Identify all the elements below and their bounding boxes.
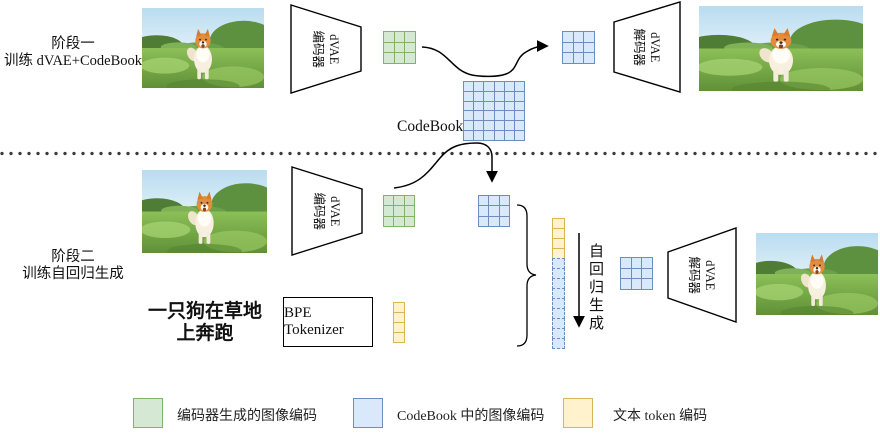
output-dog-photo-stage1 <box>699 6 863 91</box>
encoder-token-grid-stage1 <box>383 31 416 64</box>
input-dog-photo-stage2 <box>142 170 267 253</box>
legend-swatch-encoder-tokens <box>133 398 163 428</box>
output-dog-photo-stage2 <box>756 233 878 315</box>
legend-swatch-codebook-tokens <box>353 398 383 428</box>
encoder-trapezoid-shape <box>291 166 363 256</box>
legend-label-text-tokens: 文本 token 编码 <box>613 409 708 424</box>
token-sequence-column <box>552 218 565 349</box>
encoder-label-line2: 编码器 <box>310 30 325 68</box>
decoder-label-line1: dVAE <box>703 259 718 291</box>
encoder-label-line2: 编码器 <box>311 192 326 230</box>
encoder-token-grid-stage2 <box>383 195 415 227</box>
dvae-decoder-block-stage2: dVAE 解码器 <box>667 227 737 323</box>
legend-swatch-text-tokens <box>563 398 593 428</box>
decoder-label-line1: dVAE <box>648 31 663 63</box>
stage-divider-dotted-line <box>0 151 880 156</box>
encoder-label: dVAE 编码器 <box>311 192 344 230</box>
flow-arrow-codebook-to-stage2 <box>393 142 498 189</box>
decoder-label: dVAE 解码器 <box>686 256 719 294</box>
flow-arrow-stage1-lookup <box>421 40 549 78</box>
encoder-label: dVAE 编码器 <box>310 30 343 68</box>
legend-label-codebook-tokens: CodeBook 中的图像编码 <box>397 409 545 424</box>
text-prompt-line2: 上奔跑 <box>176 323 234 344</box>
codebook-token-grid-stage1 <box>562 31 595 64</box>
text-prompt-line1: 一只狗在草地 <box>147 301 262 322</box>
decoder-label-line2: 解码器 <box>631 28 646 66</box>
encoder-label-line1: dVAE <box>328 195 343 227</box>
bpe-tokenizer-label: BPE Tokenizer <box>284 305 344 338</box>
decoder-label-line2: 解码器 <box>686 256 701 294</box>
legend-label-encoder-tokens: 编码器生成的图像编码 <box>177 409 317 424</box>
encoder-label-line1: dVAE <box>327 33 342 65</box>
autoregressive-label: 自回归生成 <box>587 243 603 333</box>
encoder-trapezoid-shape <box>290 4 362 94</box>
input-dog-photo-stage1 <box>142 8 264 88</box>
stage1-title: 阶段一 训练 dVAE+CodeBook <box>0 36 146 70</box>
bpe-tokenizer-box: BPE Tokenizer <box>283 297 373 347</box>
generated-token-grid-stage2 <box>620 257 653 290</box>
stage2-title-line1: 阶段二 <box>51 249 95 265</box>
stage1-title-line2: 训练 dVAE+CodeBook <box>3 53 142 69</box>
dvae-encoder-block-stage2: dVAE 编码器 <box>291 166 363 256</box>
dvae-encoder-block-stage1: dVAE 编码器 <box>290 4 362 94</box>
decoder-trapezoid-shape <box>667 227 737 323</box>
sequence-curly-brace <box>516 204 537 347</box>
stage2-title: 阶段二 训练自回归生成 <box>0 249 146 283</box>
stage1-title-line1: 阶段一 <box>51 36 95 52</box>
decoder-label: dVAE 解码器 <box>631 28 664 66</box>
dvae-decoder-block-stage1: dVAE 解码器 <box>613 1 681 93</box>
text-token-column <box>393 302 405 343</box>
codebook-label: CodeBook <box>397 118 464 135</box>
decoder-trapezoid-shape <box>613 1 681 93</box>
stage2-title-line2: 训练自回归生成 <box>22 266 124 282</box>
codebook-token-grid-stage2 <box>478 195 510 227</box>
text-prompt: 一只狗在草地 上奔跑 <box>135 301 275 345</box>
codebook-grid <box>463 81 525 141</box>
